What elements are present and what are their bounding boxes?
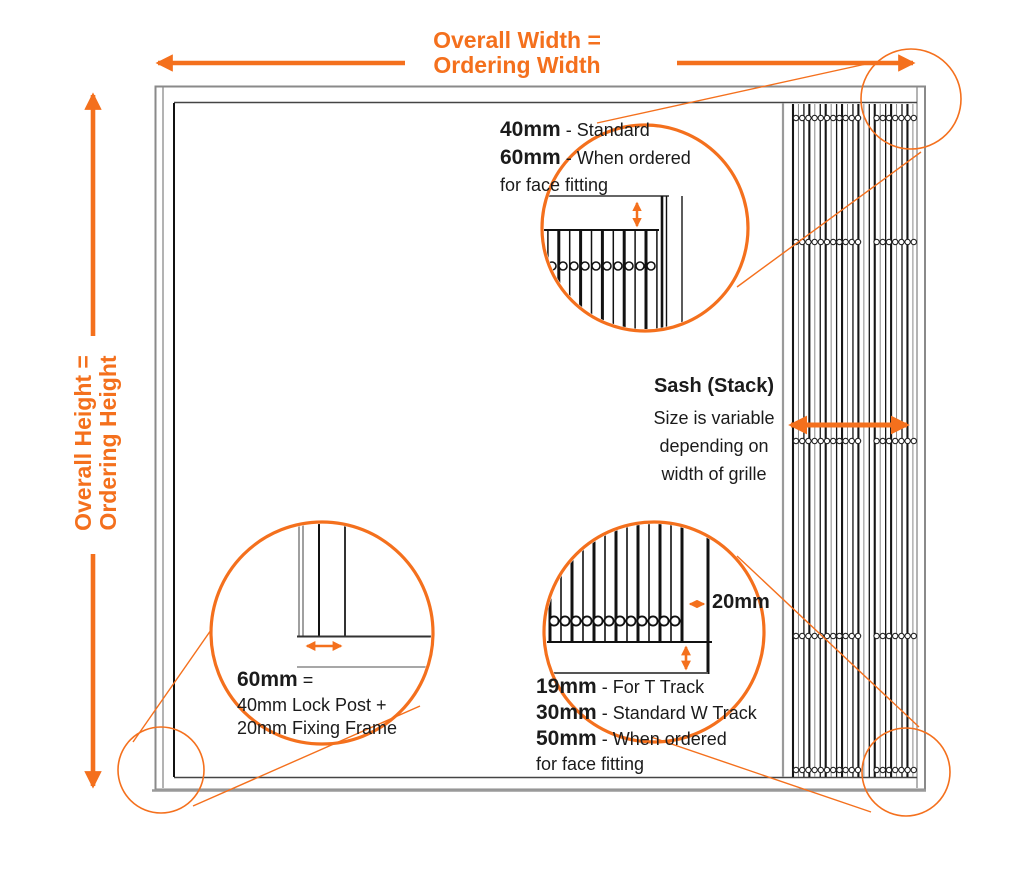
stack-link-rows bbox=[792, 114, 918, 774]
lock-post-callout-text: 60mm = 40mm Lock Post + 20mm Fixing Fram… bbox=[237, 668, 398, 738]
zoom-source-circle-top-right bbox=[860, 48, 962, 150]
detail-top-track bbox=[544, 195, 683, 329]
detail-lock-post bbox=[297, 524, 431, 668]
callout-circle-lock-post bbox=[209, 520, 435, 746]
bottom-track-callout-text: 19mm - For T Track 30mm - Standard W Tra… bbox=[536, 675, 757, 774]
top-track-callout-text: 40mm - Standard 60mm - When ordered for … bbox=[500, 118, 691, 195]
gap-20mm-label: 20mm bbox=[712, 591, 770, 613]
zoom-source-circle-bottom-right bbox=[861, 727, 951, 817]
callout-circle-top-track bbox=[540, 123, 750, 333]
callout-circle-bottom-track bbox=[542, 520, 766, 744]
sash-stack-note: Sash (Stack) Size is variable depending … bbox=[653, 375, 775, 484]
detail-bottom-track bbox=[547, 524, 712, 674]
overall-width-label: Overall Width = Ordering Width bbox=[433, 27, 601, 78]
callout-leader-lines bbox=[132, 63, 922, 813]
main-dimension-arrows bbox=[84, 54, 916, 789]
zoom-source-circle-bottom-left bbox=[117, 726, 205, 814]
grille-frame bbox=[152, 85, 926, 792]
callout-circles bbox=[117, 48, 962, 817]
overall-height-label: Overall Height = Ordering Height bbox=[70, 355, 121, 531]
sash-stack-bars bbox=[781, 103, 918, 777]
